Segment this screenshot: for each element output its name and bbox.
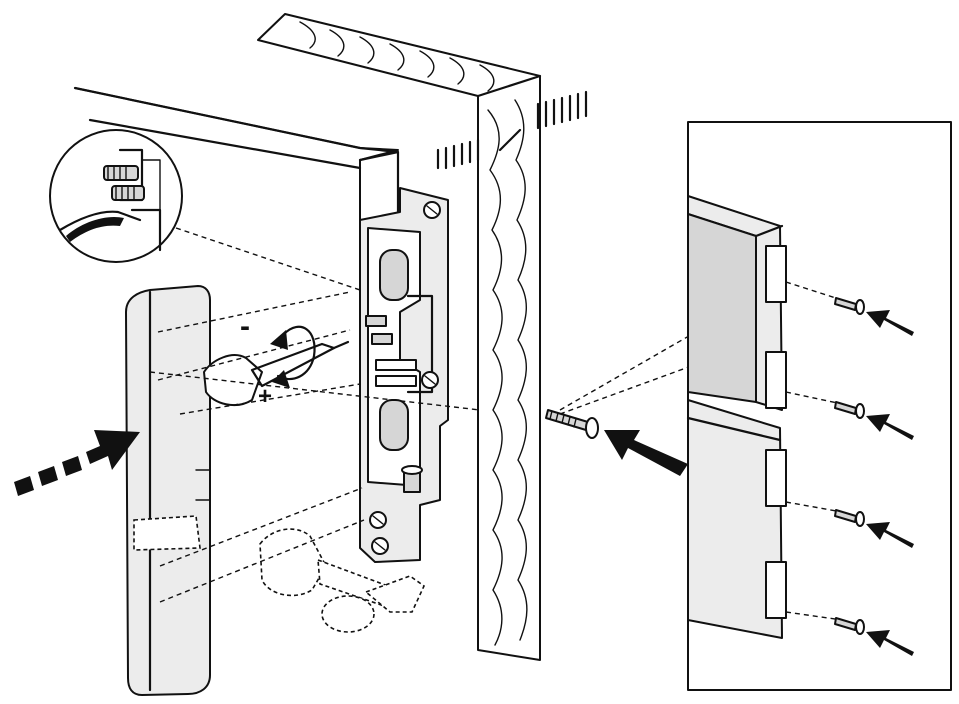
- arrow-icon: [866, 522, 914, 548]
- hinge-tab: [765, 245, 787, 303]
- detail-magnifier: [49, 129, 183, 263]
- arrow-icon: [866, 310, 914, 336]
- screw-icon: [834, 509, 865, 527]
- insert-arrow-icon: [604, 430, 688, 476]
- cabinet-side-panel: [257, 13, 588, 661]
- direction-arrows: [14, 409, 688, 496]
- push-arrow-icon: [14, 456, 82, 496]
- plus-sign: +: [258, 383, 272, 410]
- screw-icon: [834, 401, 865, 419]
- screw-icon: [834, 297, 865, 315]
- hinge-tab: [765, 561, 787, 619]
- screw-icon: [834, 617, 865, 635]
- screwdriver-icon: - +: [203, 310, 350, 410]
- hinge-bracket: [359, 187, 449, 563]
- arrow-icon: [866, 630, 914, 656]
- hinge-tab: [765, 351, 787, 409]
- hinge-tab: [765, 449, 787, 507]
- screwdriver-alternate-position: [133, 515, 426, 633]
- arrow-icon: [866, 414, 914, 440]
- screw-icon: [545, 409, 599, 439]
- minus-sign: -: [240, 310, 250, 343]
- inset-detail-panel: [686, 121, 952, 691]
- handle-cover: [125, 285, 211, 696]
